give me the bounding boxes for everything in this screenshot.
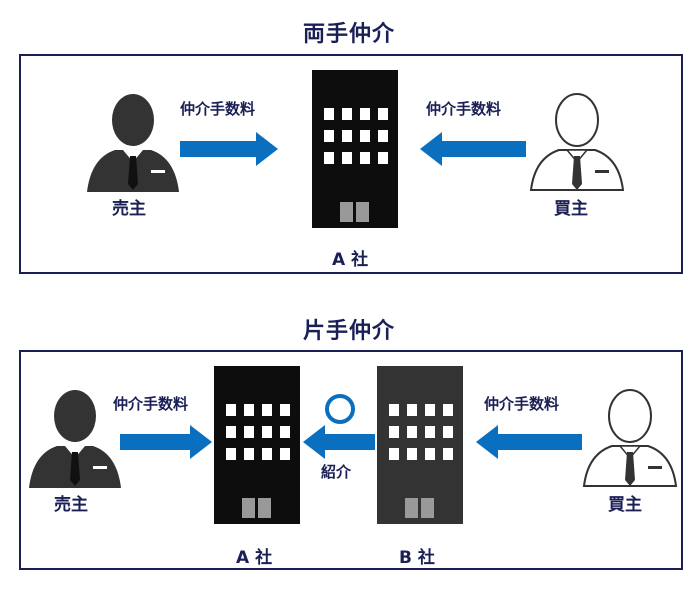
arrow-left-icon-referral [303, 425, 375, 459]
circle-icon [325, 394, 355, 424]
fee-label-left: 仲介手数料 [180, 100, 256, 118]
building-a-icon [312, 70, 398, 228]
company-a-label-bottom: A 社 [236, 548, 273, 568]
arrow-left-icon [420, 132, 526, 166]
seller-label: 売主 [112, 199, 146, 219]
seller-person-icon [87, 94, 179, 192]
section-title-one: 片手仲介 [303, 319, 396, 344]
section-title-both: 両手仲介 [303, 22, 396, 47]
arrow-right-icon [180, 132, 278, 166]
arrow-right-icon-2 [120, 425, 212, 459]
fee-label-right: 仲介手数料 [426, 100, 502, 118]
company-a-label-top: A 社 [332, 250, 369, 270]
buyer-person-icon [529, 93, 625, 191]
buyer-person-icon-2 [582, 389, 678, 487]
referral-label: 紹介 [321, 463, 352, 481]
seller-label-2: 売主 [54, 495, 88, 515]
fee-label-left-2: 仲介手数料 [113, 395, 189, 413]
panel-one [19, 350, 683, 570]
company-b-label: B 社 [399, 548, 435, 568]
seller-person-icon-2 [29, 390, 121, 488]
building-b-icon [377, 366, 463, 524]
buyer-label-2: 買主 [608, 495, 642, 515]
buyer-label: 買主 [554, 199, 588, 219]
fee-label-right-2: 仲介手数料 [484, 395, 560, 413]
panel-both [19, 54, 683, 274]
building-a-icon-2 [214, 366, 300, 524]
arrow-left-icon-2 [476, 425, 582, 459]
